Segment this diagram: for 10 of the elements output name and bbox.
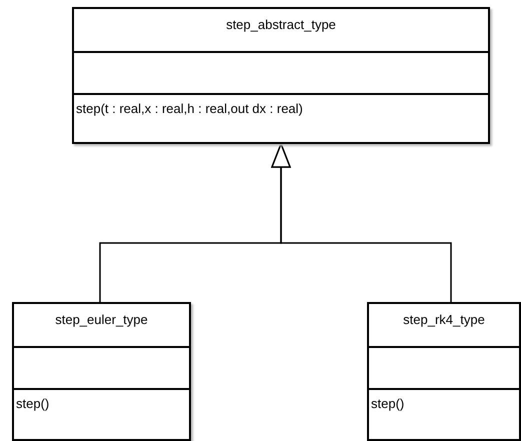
generalization-arrow [271, 143, 452, 302]
class-box [72, 7, 490, 144]
operation-text: step() [371, 396, 404, 412]
class-name: step_abstract_type [226, 17, 336, 33]
operation-text: step() [16, 396, 50, 412]
class-name: step_euler_type [55, 312, 148, 328]
operation-text: step(t : real,x : real,h : real,out dx : real) [76, 101, 303, 117]
class-name: step_rk4_type [403, 312, 485, 328]
class-box [12, 302, 191, 441]
class-box [367, 302, 521, 441]
